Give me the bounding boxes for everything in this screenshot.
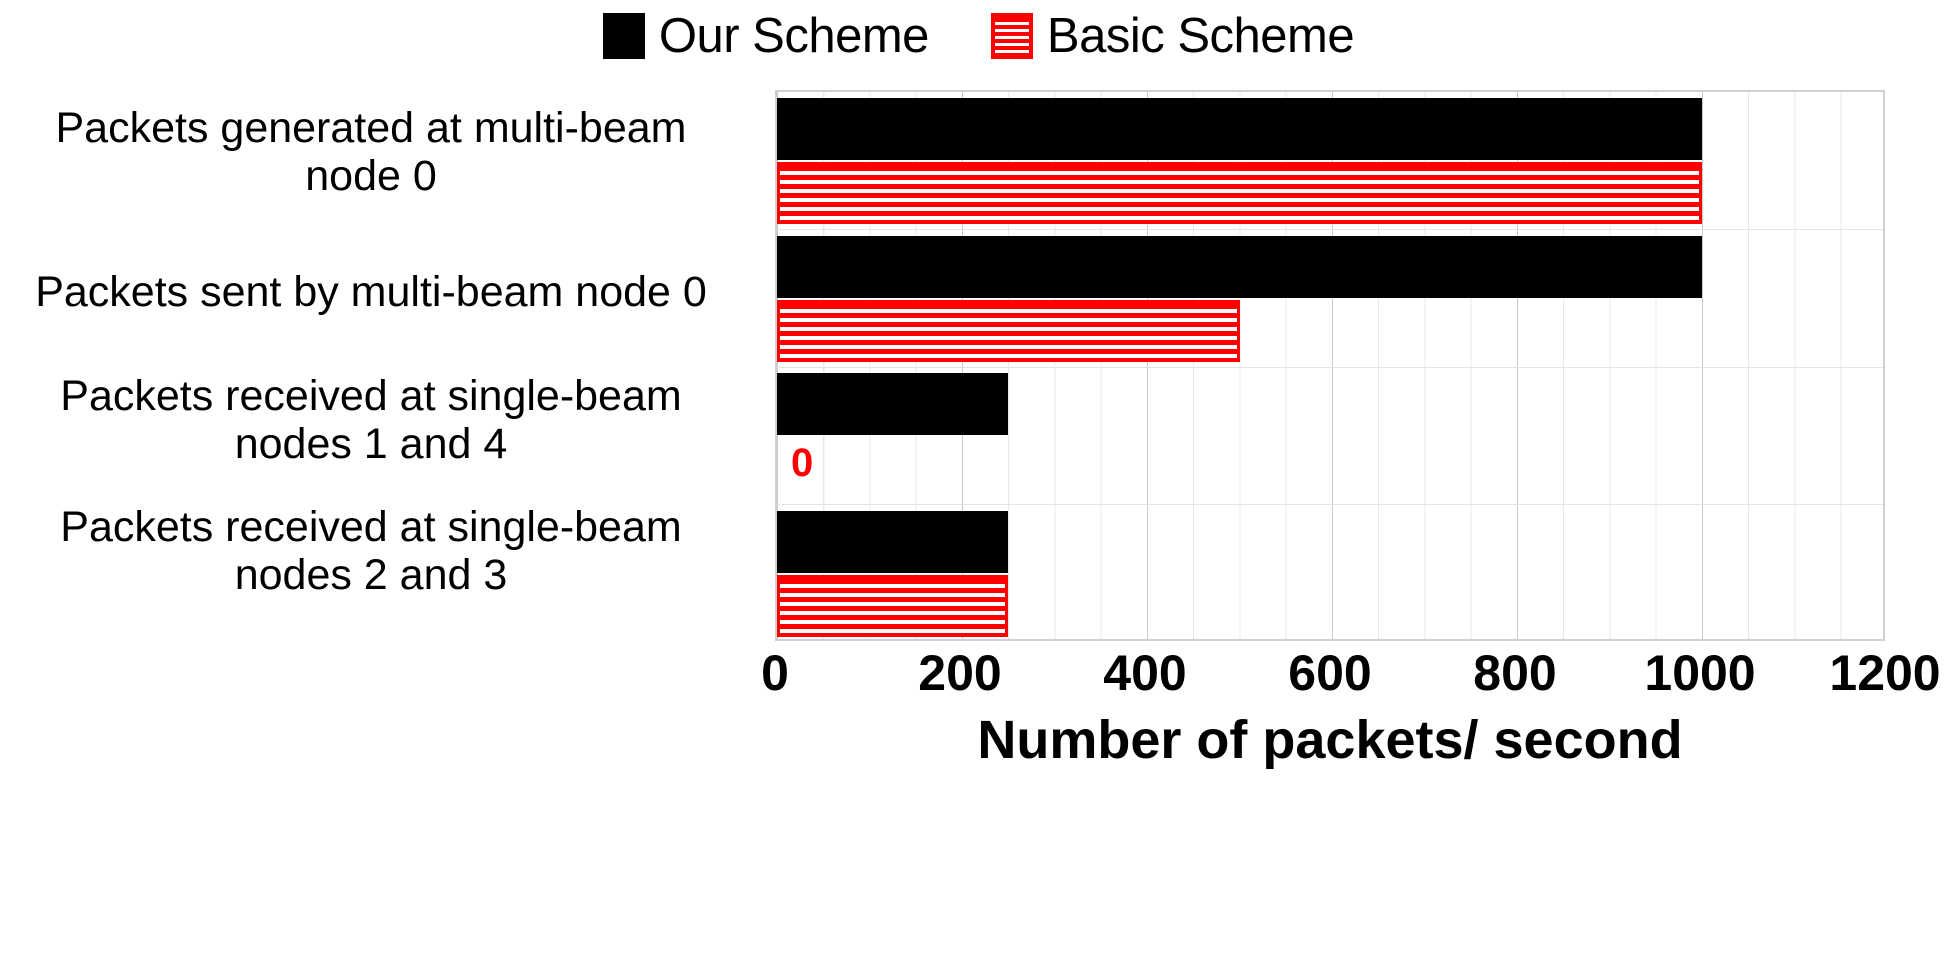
category-label-0-line1: Packets generated at multi-beam (55, 104, 687, 152)
category-label-0: Packets generated at multi-beam node 0 (0, 104, 742, 200)
category-label-1: Packets sent by multi-beam node 0 (0, 268, 742, 316)
x-axis-tick-1000: 1000 (1644, 645, 1756, 701)
category-label-1-line1: Packets sent by multi-beam node 0 (35, 268, 707, 316)
category-label-3-line2: nodes 2 and 3 (234, 551, 508, 600)
grid-hline (777, 504, 1883, 505)
x-axis-tick-800: 800 (1473, 645, 1557, 701)
category-label-3: Packets received at single-beam nodes 2 … (0, 503, 742, 599)
x-axis-tick-0: 0 (761, 645, 789, 701)
x-axis-tick-600: 600 (1288, 645, 1372, 701)
bar-hatch-pattern (780, 165, 1699, 220)
legend-label-basic-scheme: Basic Scheme (1046, 8, 1355, 63)
legend-swatch-red-striped-square-icon (990, 13, 1033, 59)
bar-our-scheme-0 (777, 97, 1702, 160)
bar-our-scheme-1 (777, 235, 1702, 298)
bar-our-scheme-3 (777, 511, 1009, 574)
grid-hline (777, 229, 1883, 230)
grid-horizontal (777, 92, 1883, 639)
category-axis-labels: Packets generated at multi-beam node 0 P… (0, 90, 760, 641)
legend-swatch-black-square-icon (602, 13, 645, 59)
legend-label-our-scheme: Our Scheme (658, 8, 930, 63)
plot-area: 0 (775, 90, 1885, 641)
x-axis-title: Number of packets/ second (977, 710, 1683, 770)
chart-legend: Our Scheme Basic Scheme (0, 2, 1957, 70)
bar-hatch-pattern (780, 579, 1006, 634)
bar-hatch-pattern (780, 303, 1237, 358)
category-label-2-line1: Packets received at single-beam (60, 372, 682, 420)
category-label-2: Packets received at single-beam nodes 1 … (0, 372, 742, 468)
category-label-2-line2: nodes 1 and 4 (234, 420, 508, 469)
category-label-3-line1: Packets received at single-beam (60, 503, 682, 551)
bar-basic-scheme-1 (777, 299, 1240, 362)
x-axis-tick-1200: 1200 (1829, 645, 1941, 701)
x-axis-tick-200: 200 (918, 645, 1002, 701)
bar-our-scheme-2 (777, 373, 1009, 436)
bar-basic-scheme-0 (777, 161, 1702, 224)
legend-entry-our-scheme: Our Scheme (602, 8, 930, 63)
legend-entry-basic-scheme: Basic Scheme (990, 8, 1355, 63)
grid-hline (777, 367, 1883, 368)
bar-value-label-zero: 0 (791, 441, 814, 486)
x-axis-tick-labels: 0 200 400 600 800 1000 1200 (761, 645, 1941, 710)
category-label-0-line2: node 0 (305, 152, 437, 201)
bar-basic-scheme-3 (777, 575, 1009, 638)
x-axis-tick-400: 400 (1103, 645, 1187, 701)
bars-layer: 0 (777, 92, 1883, 639)
